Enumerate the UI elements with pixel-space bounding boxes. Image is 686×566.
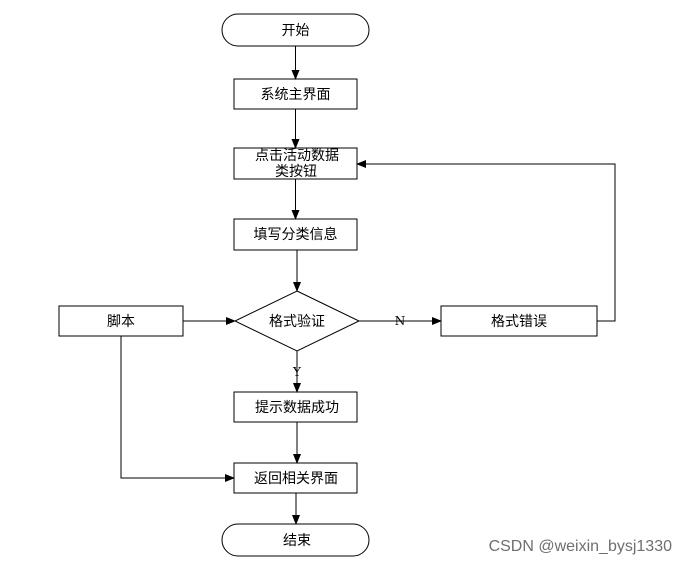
return-ui-box: 返回相关界面 (233, 462, 358, 494)
start-label: 开始 (282, 23, 310, 39)
format-error-box: 格式错误 (440, 305, 598, 337)
edge-error-loop-back (356, 160, 616, 322)
edge-script-to-return (120, 336, 235, 482)
format-check-diamond: 格式验证 (233, 290, 361, 352)
end-label: 结束 (283, 533, 311, 549)
format-check-label: 格式验证 (269, 314, 325, 330)
main-ui-label: 系统主界面 (261, 87, 331, 103)
script-label: 脚本 (107, 314, 135, 330)
end-terminator: 结束 (221, 523, 370, 557)
click-label-line2: 类按钮 (275, 164, 317, 180)
click-category-button-box: 点击活动数据 类按钮 (233, 147, 358, 180)
watermark: CSDN @weixin_bysj1330 (488, 538, 672, 555)
edge-label-yes: Y (292, 365, 302, 379)
fill-info-label: 填写分类信息 (254, 226, 338, 243)
fill-info-box: 填写分类信息 (233, 218, 358, 251)
edge-label-no: N (395, 314, 406, 328)
return-ui-label: 返回相关界面 (254, 471, 338, 487)
prompt-success-label: 提示数据成功 (255, 400, 339, 416)
script-box: 脚本 (58, 305, 184, 337)
click-label-line1: 点击活动数据 (255, 148, 339, 164)
format-error-label: 格式错误 (491, 314, 547, 330)
main-ui-box: 系统主界面 (233, 78, 358, 110)
start-terminator: 开始 (221, 13, 370, 47)
prompt-success-box: 提示数据成功 (233, 391, 358, 423)
